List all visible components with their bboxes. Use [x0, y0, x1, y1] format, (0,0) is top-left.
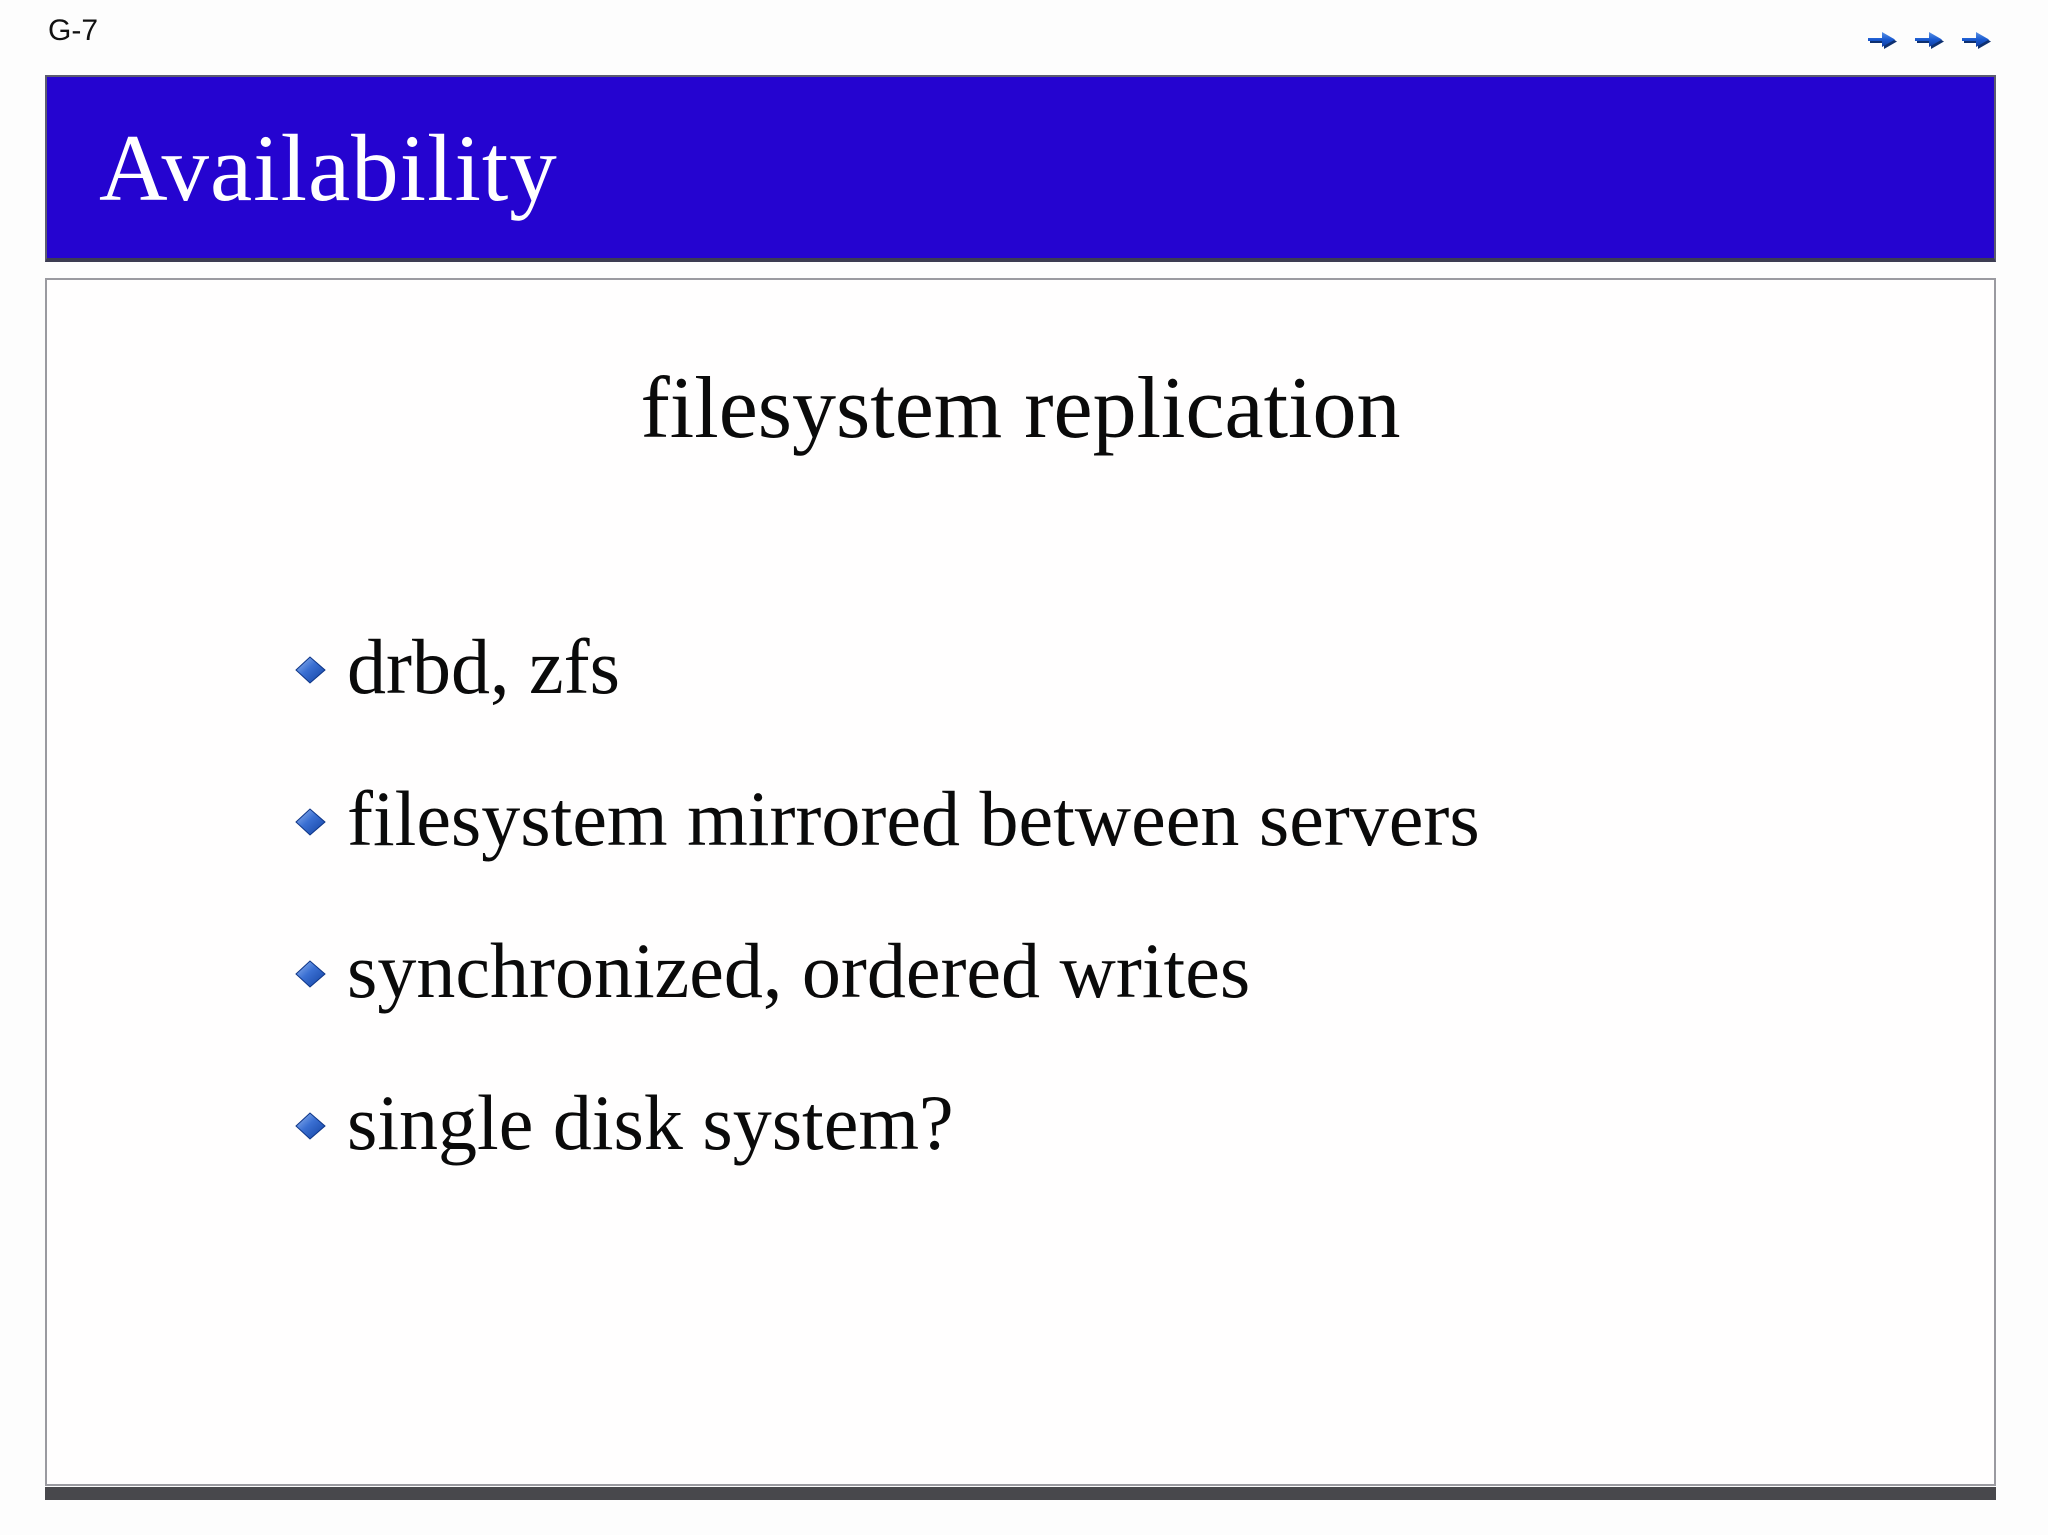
bottom-shadow-bar [45, 1487, 1996, 1500]
slide-title: Availability [99, 114, 558, 221]
bullet-text: single disk system? [347, 1079, 954, 1166]
diamond-bullet-icon [295, 960, 327, 988]
bullet-text: synchronized, ordered writes [347, 927, 1251, 1014]
list-item: filesystem mirrored between servers [47, 743, 1994, 895]
bullet-list: drbd, zfs filesystem mirrored between se… [47, 591, 1994, 1199]
list-item: synchronized, ordered writes [47, 895, 1994, 1047]
bullet-text: drbd, zfs [347, 623, 620, 710]
nav-arrows [1866, 28, 1992, 52]
diamond-bullet-icon [295, 1112, 327, 1140]
forward-arrow-icon[interactable] [1960, 28, 1992, 52]
slide-header: Availability [45, 75, 1996, 262]
content-subtitle: filesystem replication [640, 360, 1401, 457]
forward-arrow-icon[interactable] [1913, 28, 1945, 52]
diamond-bullet-icon [295, 656, 327, 684]
slide-id: G-7 [48, 14, 99, 47]
diamond-bullet-icon [295, 808, 327, 836]
list-item: drbd, zfs [47, 591, 1994, 743]
bullet-text: filesystem mirrored between servers [347, 775, 1480, 862]
content-box: filesystem replication drbd, zfs [45, 278, 1996, 1486]
list-item: single disk system? [47, 1047, 1994, 1199]
forward-arrow-icon[interactable] [1866, 28, 1898, 52]
